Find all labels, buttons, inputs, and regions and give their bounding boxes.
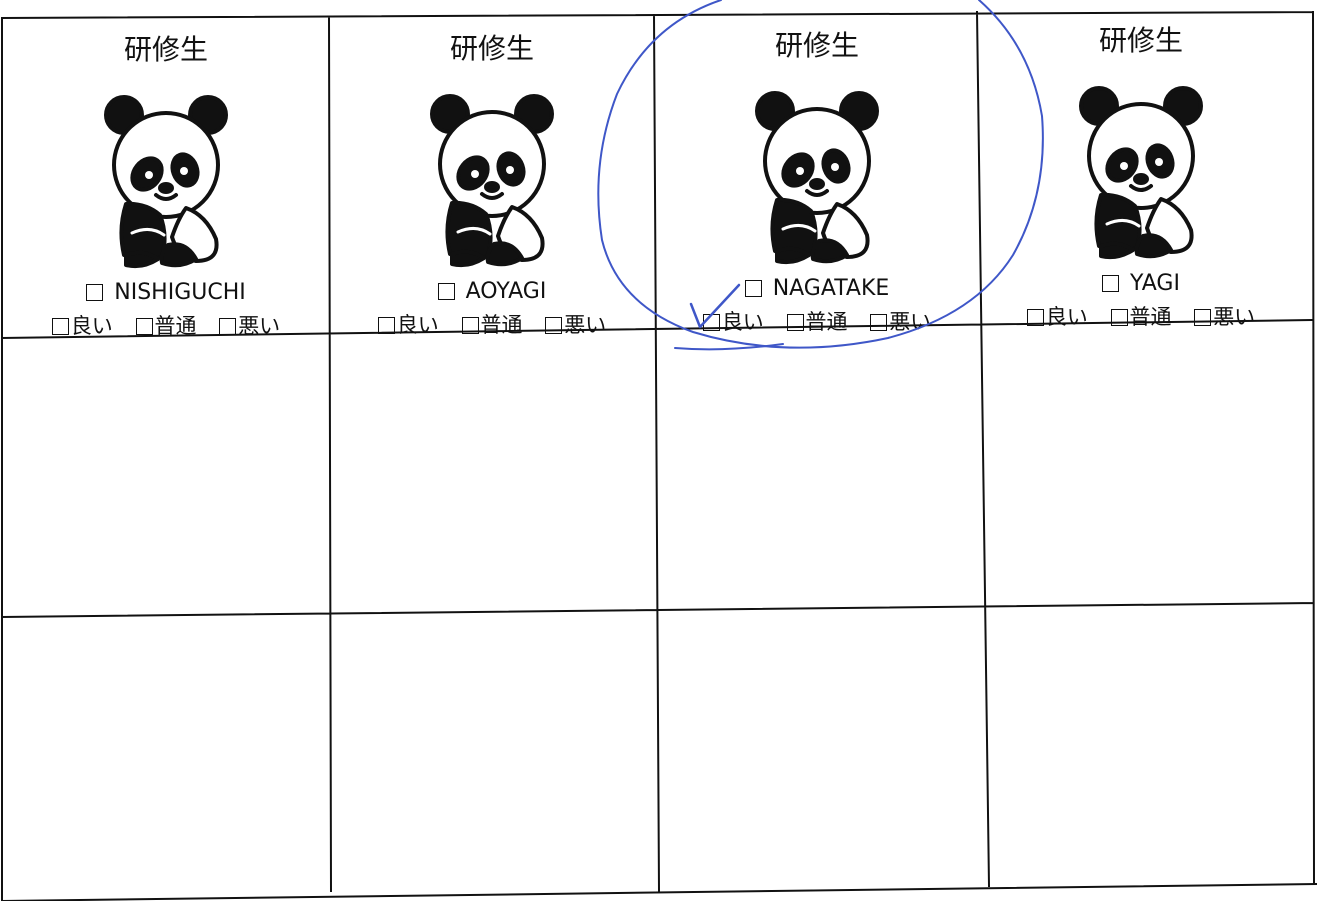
trainee-name-row: NAGATAKE xyxy=(654,276,980,302)
empty-cell[interactable] xyxy=(3,620,329,900)
good-checkbox-icon[interactable] xyxy=(51,317,69,335)
empty-cell[interactable] xyxy=(3,340,328,616)
rating-good-label: 良い xyxy=(396,313,439,337)
panda-icon xyxy=(755,91,879,265)
average-checkbox-icon[interactable] xyxy=(786,313,804,331)
rating-bad: 悪い xyxy=(1194,304,1255,330)
name-checkbox-icon[interactable] xyxy=(86,284,104,301)
trainee-title: 研修生 xyxy=(123,33,208,66)
name-checkbox-icon[interactable] xyxy=(744,280,762,297)
panda-icon xyxy=(104,95,228,269)
rating-average-label: 普通 xyxy=(154,314,197,338)
average-checkbox-icon[interactable] xyxy=(135,317,153,335)
rating-bad: 悪い xyxy=(219,313,280,339)
rating-good-label: 良い xyxy=(70,314,113,338)
trainee-card-yagi: 研修生 YAGI xyxy=(978,10,1304,329)
rating-average: 普通 xyxy=(135,313,197,339)
rating-average: 普通 xyxy=(461,312,523,338)
rating-average-label: 普通 xyxy=(1129,305,1172,329)
name-checkbox-icon[interactable] xyxy=(1102,275,1120,292)
rating-good-label: 良い xyxy=(1045,305,1088,329)
rating-row: 良い 普通 悪い xyxy=(3,313,329,341)
rating-average: 普通 xyxy=(1110,304,1172,330)
rating-row: 良い 普通 悪い xyxy=(978,304,1304,332)
empty-cell[interactable] xyxy=(982,323,1311,602)
trainee-name: NISHIGUCHI xyxy=(114,280,246,305)
trainee-title: 研修生 xyxy=(449,32,534,65)
panda-icon xyxy=(1079,86,1203,260)
empty-cell[interactable] xyxy=(333,616,656,892)
rating-good: 良い xyxy=(51,313,113,339)
empty-cell[interactable] xyxy=(988,605,1312,885)
trainee-card-aoyagi: 研修生 AOYAGI xyxy=(329,18,655,337)
empty-cell[interactable] xyxy=(331,335,656,613)
trainee-name: NAGATAKE xyxy=(772,276,890,301)
trainee-name: YAGI xyxy=(1130,271,1180,296)
bad-checkbox-icon[interactable] xyxy=(1194,308,1212,326)
average-checkbox-icon[interactable] xyxy=(461,316,479,334)
empty-cell[interactable] xyxy=(660,612,984,890)
trainee-card-nagatake: 研修生 NAGATAKE xyxy=(654,15,980,334)
average-checkbox-icon[interactable] xyxy=(1110,308,1128,326)
bad-checkbox-icon[interactable] xyxy=(545,316,563,334)
empty-cell[interactable] xyxy=(658,331,976,607)
trainee-title: 研修生 xyxy=(774,29,859,62)
trainee-name-row: NISHIGUCHI xyxy=(3,280,329,306)
rating-average-label: 普通 xyxy=(480,313,523,337)
rating-bad-label: 悪い xyxy=(1213,305,1256,329)
rating-bad-label: 悪い xyxy=(238,314,281,338)
trainee-name-row: AOYAGI xyxy=(329,279,655,305)
bad-checkbox-icon[interactable] xyxy=(870,313,888,331)
name-checkbox-icon[interactable] xyxy=(437,283,455,300)
good-checkbox-icon[interactable] xyxy=(377,316,395,334)
rating-good: 良い xyxy=(377,312,439,338)
good-checkbox-icon[interactable] xyxy=(702,313,720,331)
rating-good: 良い xyxy=(1026,304,1088,330)
trainee-card-nishiguchi: 研修生 NISHIGUCHI xyxy=(3,19,329,338)
bad-checkbox-icon[interactable] xyxy=(219,317,237,335)
trainee-name: AOYAGI xyxy=(465,279,547,304)
panda-icon xyxy=(430,94,554,268)
trainee-title: 研修生 xyxy=(1098,24,1183,57)
trainee-name-row: YAGI xyxy=(978,271,1304,297)
